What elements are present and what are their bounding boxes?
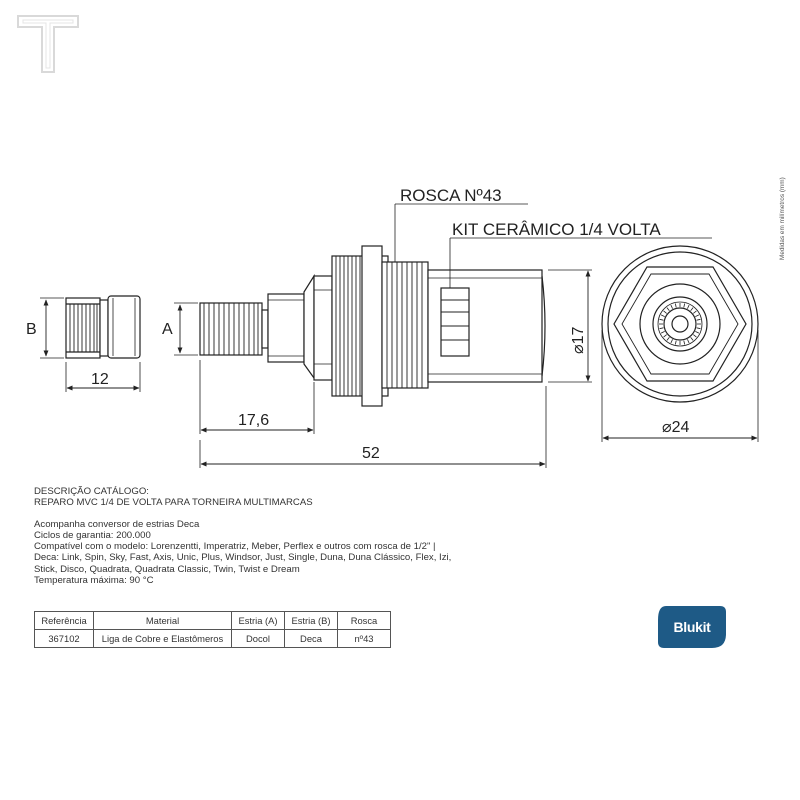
table-header: Material	[93, 611, 232, 630]
description-heading: DESCRIÇÃO CATÁLOGO:	[34, 486, 149, 497]
table-cell: Docol	[231, 629, 285, 648]
valve-side-view	[199, 245, 546, 407]
table-header: Estria (A)	[231, 611, 285, 630]
dim-24-label: ⌀24	[662, 419, 690, 436]
spline-tooth	[693, 310, 697, 314]
dim-17-6-label: 17,6	[238, 412, 269, 429]
spline-tooth	[693, 334, 697, 338]
converter-part	[65, 295, 141, 359]
spline-tooth	[663, 334, 667, 338]
table-cell: Deca	[284, 629, 338, 648]
spline-tooth	[695, 314, 700, 317]
description-line: Deca: Link, Spin, Sky, Fast, Axis, Unic,…	[34, 552, 452, 564]
spline-tooth	[670, 339, 673, 344]
spline-tooth	[660, 314, 665, 317]
spline-tooth	[683, 303, 686, 308]
description-line: Stick, Disco, Quadrata, Quadrata Classic…	[34, 563, 300, 575]
spline-tooth	[687, 304, 690, 309]
spline-tooth	[659, 327, 664, 330]
table-header: Rosca	[337, 611, 391, 630]
spline-tooth	[683, 340, 686, 345]
dim-b-label: B	[26, 321, 37, 338]
t-logo-icon	[14, 14, 82, 74]
dim-52-label: 52	[362, 445, 380, 462]
dim-12-label: 12	[91, 371, 109, 388]
valve-end-view	[601, 245, 759, 403]
spec-table: Referência Material Estria (A) Estria (B…	[34, 611, 391, 648]
table-header: Referência	[34, 611, 94, 630]
spline-tooth	[670, 304, 673, 309]
blukit-logo: Blukit	[656, 604, 728, 650]
spline-tooth	[696, 318, 701, 321]
description-line: Ciclos de garantia: 200.000	[34, 530, 151, 542]
spline-tooth	[690, 307, 694, 311]
spline-tooth	[660, 331, 665, 334]
dim-17-label: ⌀17	[570, 326, 587, 354]
catalog-description: DESCRIÇÃO CATÁLOGO: REPARO MVC 1/4 DE VO…	[34, 486, 594, 586]
dim-a-label: A	[162, 321, 173, 338]
description-subtitle: REPARO MVC 1/4 DE VOLTA PARA TORNEIRA MU…	[34, 497, 313, 509]
table-header: Estria (B)	[284, 611, 338, 630]
spline-tooth	[674, 340, 677, 345]
table-row: 367102 Liga de Cobre e Elastômeros Docol…	[34, 629, 391, 648]
spline-tooth	[663, 310, 667, 314]
spline-tooth	[695, 331, 700, 334]
table-cell: 367102	[34, 629, 94, 648]
spline-tooth	[690, 337, 694, 341]
spline-tooth	[696, 327, 701, 330]
kit-ceramico-label: KIT CERÂMICO 1/4 VOLTA	[452, 220, 661, 239]
brand-name: Blukit	[673, 619, 711, 635]
rosca-label: ROSCA Nº43	[400, 186, 502, 205]
spline-tooth	[666, 337, 670, 341]
table-header-row: Referência Material Estria (A) Estria (B…	[34, 611, 391, 630]
spline-tooth	[674, 303, 677, 308]
description-line: Temperatura máxima: 90 °C	[34, 574, 154, 586]
table-cell: Liga de Cobre e Elastômeros	[93, 629, 232, 648]
spline-tooth	[666, 307, 670, 311]
description-line: Acompanha conversor de estrias Deca	[34, 519, 200, 531]
table-cell: nº43	[337, 629, 391, 648]
spline-tooth	[659, 318, 664, 321]
spline-tooth	[687, 339, 690, 344]
units-note: Medidas em milímetros (mm)	[779, 177, 786, 260]
description-line: Compatível com o modelo: Lorenzentti, Im…	[34, 541, 436, 553]
